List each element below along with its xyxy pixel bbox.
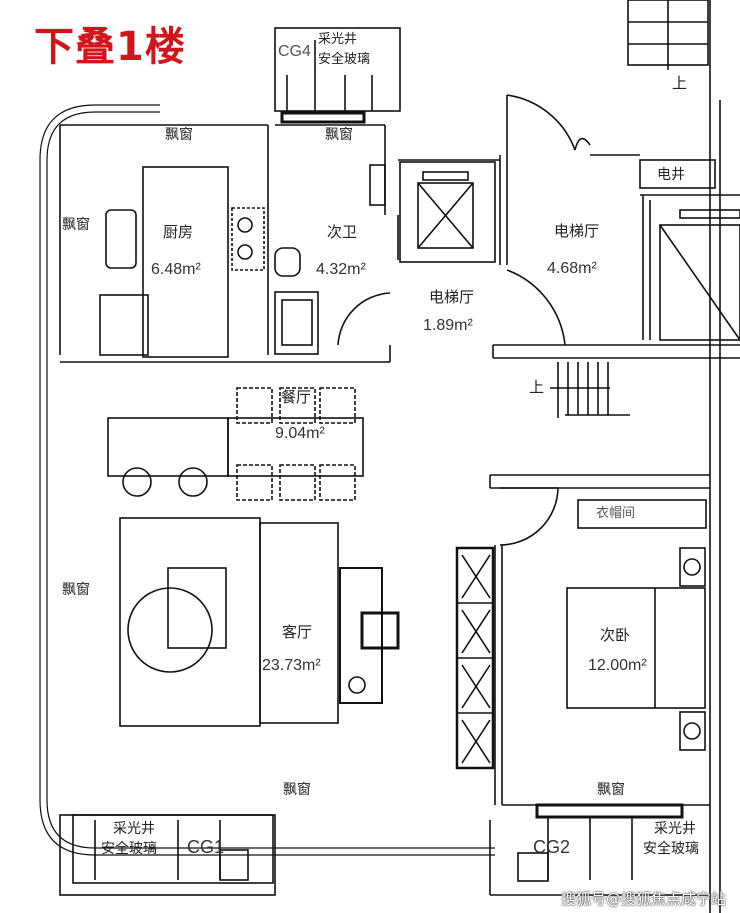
bathroom-name: 次卫 (327, 223, 358, 241)
kitchen-name: 厨房 (163, 223, 194, 241)
elevator-hall-door (506, 269, 566, 346)
stairs-up-label: 上 (529, 378, 545, 396)
safety-glass-label: 安全玻璃 (643, 841, 699, 857)
living-name: 客厅 (282, 623, 313, 641)
bathroom-fixtures (274, 164, 386, 355)
bay-window-label: 飘窗 (597, 782, 625, 798)
elevator-shaft (399, 161, 496, 263)
wardrobe-label: 衣帽间 (596, 506, 636, 521)
bedroom-area: 12.00m² (588, 657, 647, 674)
watermark: 搜狐号@搜狐焦点咸宁站 (560, 890, 726, 908)
floor-title: 下叠1楼 (34, 24, 186, 70)
cg1-label: CG1 (187, 837, 225, 857)
stairs (550, 362, 630, 418)
outer-walls (39, 0, 740, 913)
bay-window-label: 飘窗 (325, 127, 353, 143)
dining-furniture (107, 387, 364, 501)
cabinets (455, 499, 707, 770)
bay-window-label: 飘窗 (283, 782, 311, 798)
dining-name: 餐厅 (281, 388, 312, 406)
lightwell-label: 采光井 (113, 821, 155, 837)
kitchen-fixtures (99, 166, 265, 358)
dining-area: 9.04m² (275, 425, 325, 442)
safety-glass-label: 安全玻璃 (101, 841, 157, 857)
bay-window-label: 飘窗 (165, 127, 193, 143)
elevator-hall-small-name: 电梯厅 (429, 288, 475, 306)
cg2-label: CG2 (533, 837, 571, 857)
bedroom-name: 次卧 (600, 626, 631, 644)
lightwell-label-top: 采光井 (318, 32, 358, 47)
living-furniture (119, 517, 400, 727)
bay-window-label: 飘窗 (62, 582, 90, 598)
lightwell-label: 采光井 (654, 821, 696, 837)
bed (566, 547, 706, 751)
cg4-label: CG4 (278, 43, 311, 60)
electric-shaft-label: 电井 (657, 167, 685, 183)
bathroom-area: 4.32m² (316, 261, 366, 278)
elevator-hall-area: 4.68m² (547, 260, 597, 277)
living-area: 23.73m² (262, 657, 321, 674)
bathroom-door (337, 292, 391, 346)
safety-glass-label-top: 安全玻璃 (318, 52, 371, 67)
stairs-up-label: 上 (672, 74, 688, 92)
elevator-hall-small-area: 1.89m² (423, 317, 473, 334)
kitchen-area: 6.48m² (151, 261, 201, 278)
bay-window-label: 飘窗 (62, 217, 90, 233)
elevator-hall-name: 电梯厅 (554, 222, 600, 240)
